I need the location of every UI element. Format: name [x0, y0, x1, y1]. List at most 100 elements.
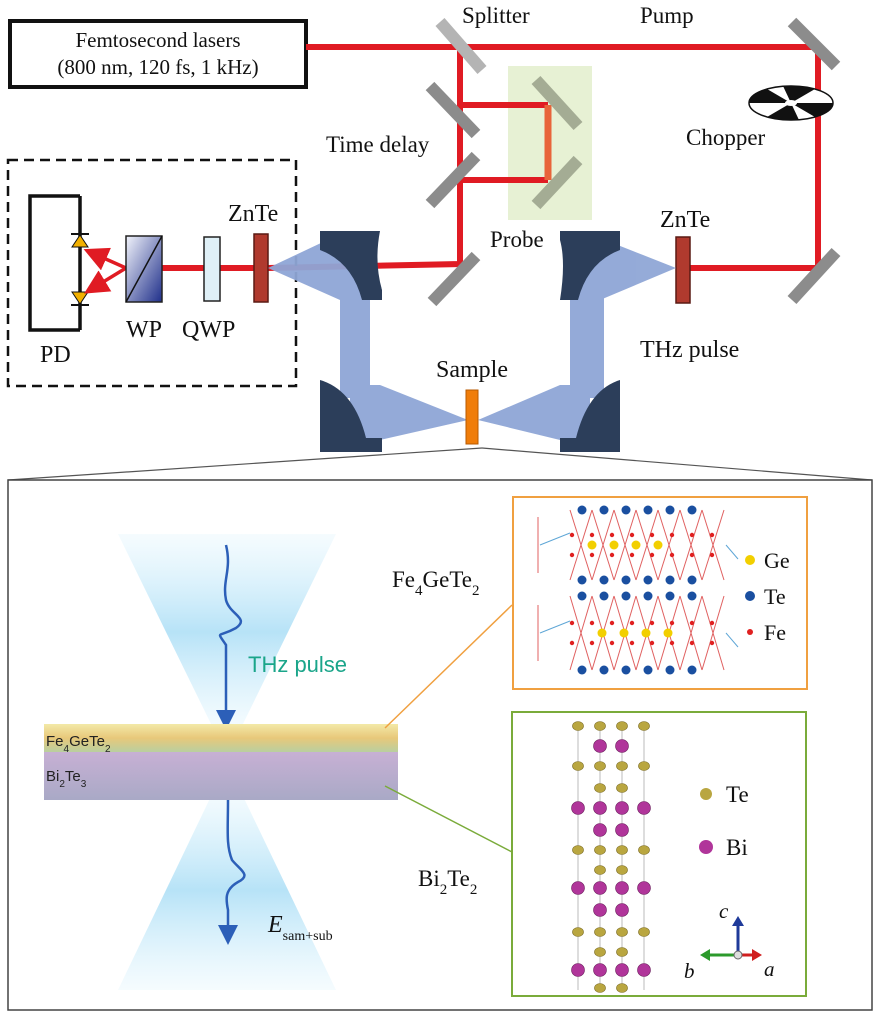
te-atom [638, 845, 650, 855]
te-atom [572, 761, 584, 771]
te-atom [577, 505, 587, 515]
te-atom [638, 761, 650, 771]
fe-atom [649, 532, 655, 538]
znte-right-label: ZnTe [660, 207, 710, 233]
callout-fgt-label: Fe4GeTe2 [392, 567, 479, 599]
te-atom [621, 505, 631, 515]
probe-label: Probe [490, 227, 544, 252]
fe-atom [569, 532, 575, 538]
te-atom [687, 665, 697, 675]
laser-label-line2: (800 nm, 120 fs, 1 kHz) [57, 55, 258, 79]
delay-mirror-top [425, 81, 481, 139]
fe-atom [709, 552, 715, 558]
quarter-wave-plate [203, 236, 221, 302]
te-atom [665, 505, 675, 515]
te-atom [643, 505, 653, 515]
sample-label: Sample [436, 357, 508, 383]
fe-atom [589, 552, 595, 558]
fe-atom [569, 620, 575, 626]
qwp-label: QWP [182, 317, 235, 343]
fe-atom [609, 620, 615, 626]
thz-pulse-label: THz pulse [640, 337, 739, 363]
fe-atom [609, 552, 615, 558]
te-atom [616, 761, 628, 771]
fe-atom [569, 640, 575, 646]
te-atom [616, 845, 628, 855]
te-atom [577, 665, 587, 675]
te-atom [643, 591, 653, 601]
parabolic-mirror-bottom-right [560, 380, 620, 452]
te-atom [599, 505, 609, 515]
bi-atom [593, 881, 607, 895]
pump-label: Pump [640, 3, 694, 28]
axis-c-label: c [719, 899, 729, 923]
probe-mirror [427, 251, 481, 307]
ge-atom [641, 628, 651, 638]
te-atom [599, 575, 609, 585]
fe-atom [589, 640, 595, 646]
legend-bt-te-dot [700, 788, 712, 800]
callout-line-fgt [384, 604, 513, 729]
te-atom [621, 665, 631, 675]
bi-atom [593, 963, 607, 977]
parabolic-mirror-bottom-left [320, 380, 382, 452]
te-atom [687, 505, 697, 515]
bi-atom [593, 823, 607, 837]
te-atom [616, 865, 628, 875]
te-atom [594, 721, 606, 731]
pump-mirror-bottom [787, 247, 841, 305]
fe-atom [709, 532, 715, 538]
znte-emitter-crystal [675, 236, 691, 304]
bt-lattice [571, 721, 651, 993]
ge-atom [663, 628, 673, 638]
te-atom [599, 591, 609, 601]
fe-atom [589, 620, 595, 626]
retro-mirror-top [531, 75, 583, 131]
te-atom [616, 721, 628, 731]
te-atom [616, 983, 628, 993]
te-atom [599, 665, 609, 675]
bi-atom [615, 903, 629, 917]
sample [465, 389, 479, 445]
photodiode-icon [71, 233, 89, 306]
legend-te-dot [745, 591, 755, 601]
te-atom [665, 665, 675, 675]
split-beams [83, 247, 268, 294]
bi-atom [615, 823, 629, 837]
sample-layers [44, 724, 398, 800]
legend-ge-dot [745, 555, 755, 565]
fe-atom [629, 620, 635, 626]
splitter-mirror [435, 18, 487, 74]
fgt-structure-box [512, 496, 808, 690]
laser-label-line1: Femtosecond lasers [75, 28, 240, 52]
fe-atom [649, 620, 655, 626]
femtosecond-laser-box: Femtosecond lasers (800 nm, 120 fs, 1 kH… [8, 19, 308, 89]
bi-atom [615, 801, 629, 815]
zoom-lines [7, 447, 873, 481]
e-sam-sub-label: Esam+sub [267, 912, 333, 944]
bi-atom [615, 881, 629, 895]
te-atom [577, 591, 587, 601]
fe-atom [689, 552, 695, 558]
te-atom [616, 927, 628, 937]
ge-atom [597, 628, 607, 638]
bi-atom [571, 963, 585, 977]
fe-atom [689, 532, 695, 538]
ge-atom [619, 628, 629, 638]
fe-atom [589, 532, 595, 538]
te-atom [594, 947, 606, 957]
thz-waveform-lower [218, 799, 246, 945]
fe-atom [649, 552, 655, 558]
te-atom [594, 761, 606, 771]
bi-atom [637, 963, 651, 977]
layer-fgt-label: Fe4GeTe2 [46, 733, 111, 755]
bi-atom [637, 801, 651, 815]
layer-bt-label: Bi2Te3 [46, 768, 87, 790]
parabolic-mirror-top-left [320, 231, 382, 300]
bi-atom [615, 739, 629, 753]
te-atom [643, 665, 653, 675]
fe-atom [629, 552, 635, 558]
ge-atom [587, 540, 597, 550]
parabolic-mirror-top-right [560, 231, 620, 300]
